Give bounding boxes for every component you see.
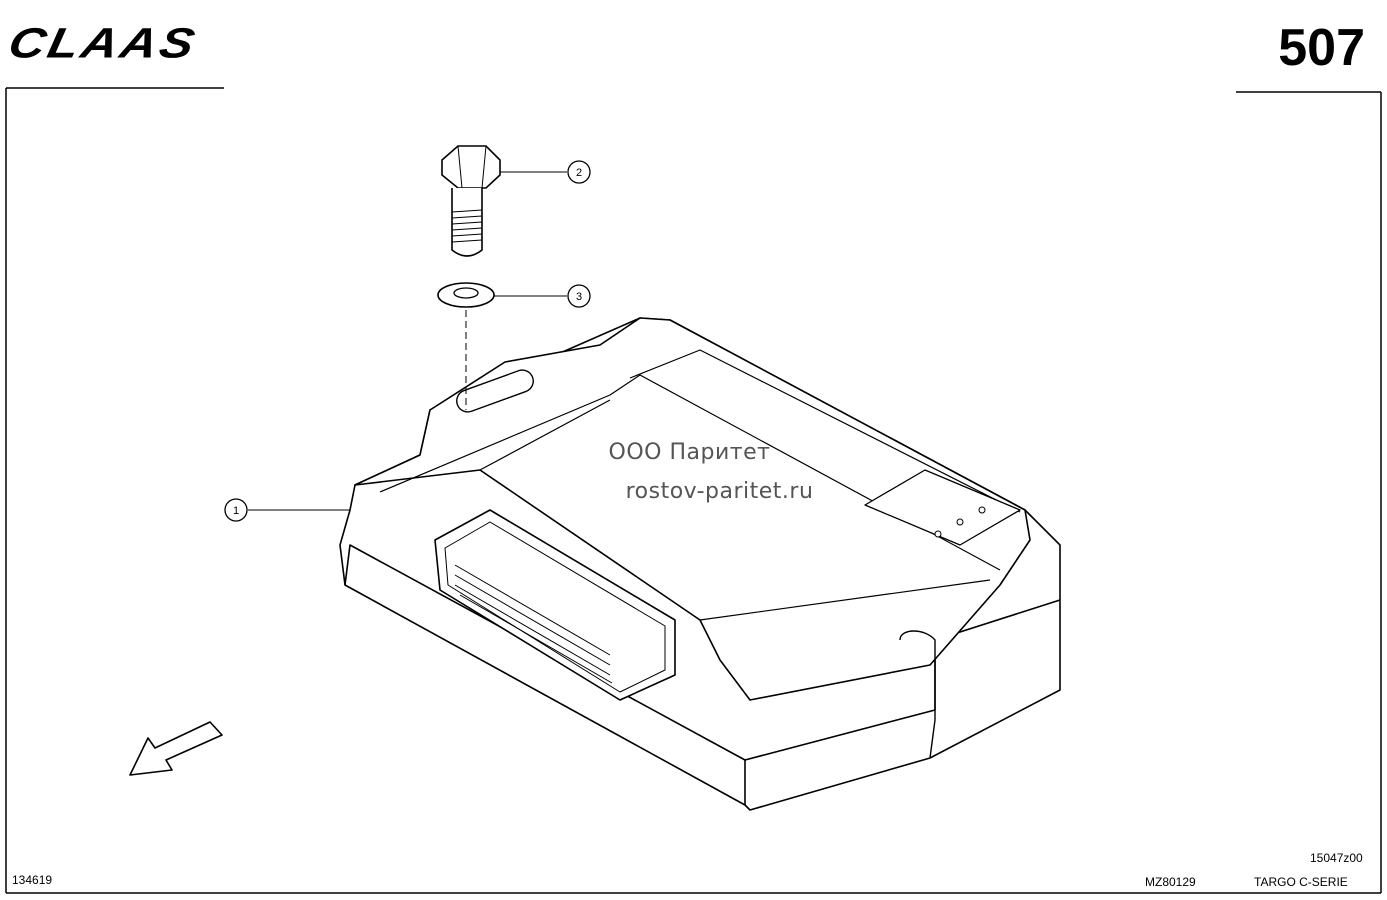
watermark-company: ООО Паритет (608, 440, 771, 465)
svg-text:1: 1 (233, 505, 239, 517)
arrow-down-left-icon (129, 721, 223, 776)
brand-logo: CLAAS (4, 19, 202, 68)
svg-text:3: 3 (576, 291, 582, 303)
watermark-url: rostov-paritet.ru (625, 479, 814, 504)
leader-lines (248, 171, 567, 511)
footer-ref-code: 15047z00 (1310, 851, 1363, 865)
footer-drawing-code: MZ80129 (1145, 875, 1196, 889)
footer-left-code: 134619 (12, 873, 53, 887)
footer-series: TARGO C-SERIE (1254, 875, 1348, 889)
page-frame (5, 87, 1382, 894)
bolt (441, 145, 501, 257)
page-number: 507 (1278, 19, 1365, 77)
callout-2: 2 (567, 160, 591, 184)
callout-3: 3 (567, 284, 591, 308)
svg-text:2: 2 (576, 167, 582, 179)
ecu-module (339, 317, 1061, 811)
callout-1: 1 (224, 498, 248, 522)
washer (437, 282, 495, 308)
